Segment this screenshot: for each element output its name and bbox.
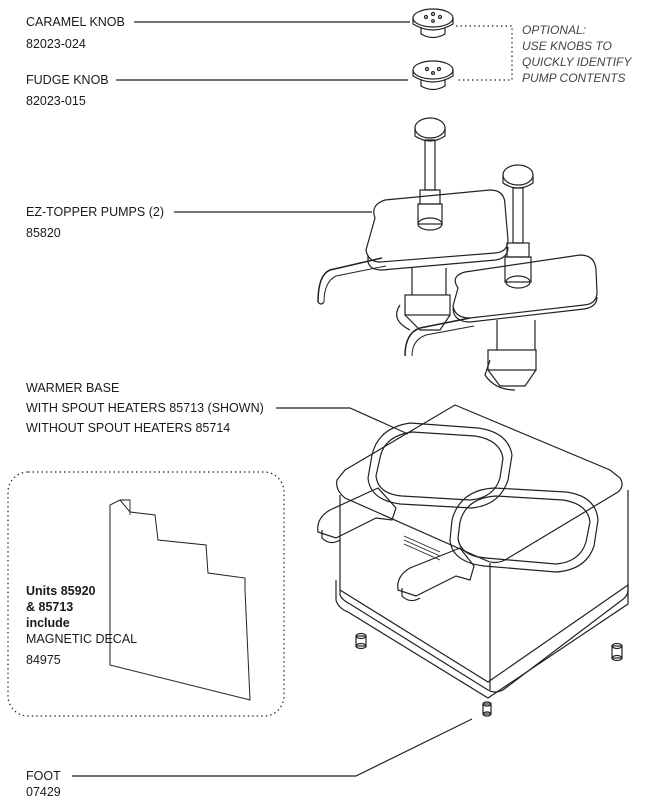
warmer-base-line-2: WITH SPOUT HEATERS 85713 (SHOWN) (26, 401, 264, 415)
pumps-label: EZ-TOPPER PUMPS (2) (26, 205, 164, 219)
caramel-knob-number: 82023-024 (26, 37, 86, 51)
decal-note-line-3: include (26, 616, 70, 630)
optional-note-bracket (456, 25, 513, 81)
foot-left-icon (355, 632, 367, 650)
optional-note-line-4: PUMP CONTENTS (522, 71, 626, 85)
optional-note-line-2: USE KNOBS TO (522, 39, 612, 53)
pump-right-drawing (404, 164, 598, 391)
leader-foot (72, 718, 473, 777)
optional-note-line-3: QUICKLY IDENTIFY (522, 55, 632, 69)
decal-fold (120, 499, 131, 515)
fudge-knob-label: FUDGE KNOB (26, 73, 109, 87)
pumps-number: 85820 (26, 226, 61, 240)
magnetic-decal-drawing (109, 499, 251, 701)
decal-label: MAGNETIC DECAL (26, 632, 138, 646)
caramel-knob-icon (412, 8, 454, 39)
pump-left-drawing (317, 117, 509, 331)
warmer-base-drawing (317, 404, 629, 699)
decal-note-line-2: & 85713 (26, 600, 74, 614)
foot-front-icon (482, 701, 492, 717)
decal-number: 84975 (26, 653, 61, 667)
caramel-knob-label: CARAMEL KNOB (26, 15, 125, 29)
optional-note-line-1: OPTIONAL: (522, 23, 587, 37)
foot-right-icon (611, 642, 623, 662)
decal-note-line-1: Units 85920 (26, 584, 96, 598)
warmer-base-label: WARMER BASE (26, 381, 120, 395)
foot-number: 07429 (26, 785, 61, 799)
leader-warmer-base (276, 407, 409, 435)
foot-label: FOOT (26, 769, 61, 783)
fudge-knob-number: 82023-015 (26, 94, 86, 108)
warmer-base-line-3: WITHOUT SPOUT HEATERS 85714 (26, 421, 231, 435)
fudge-knob-icon (412, 60, 454, 91)
decal-dotted-box (7, 471, 285, 717)
